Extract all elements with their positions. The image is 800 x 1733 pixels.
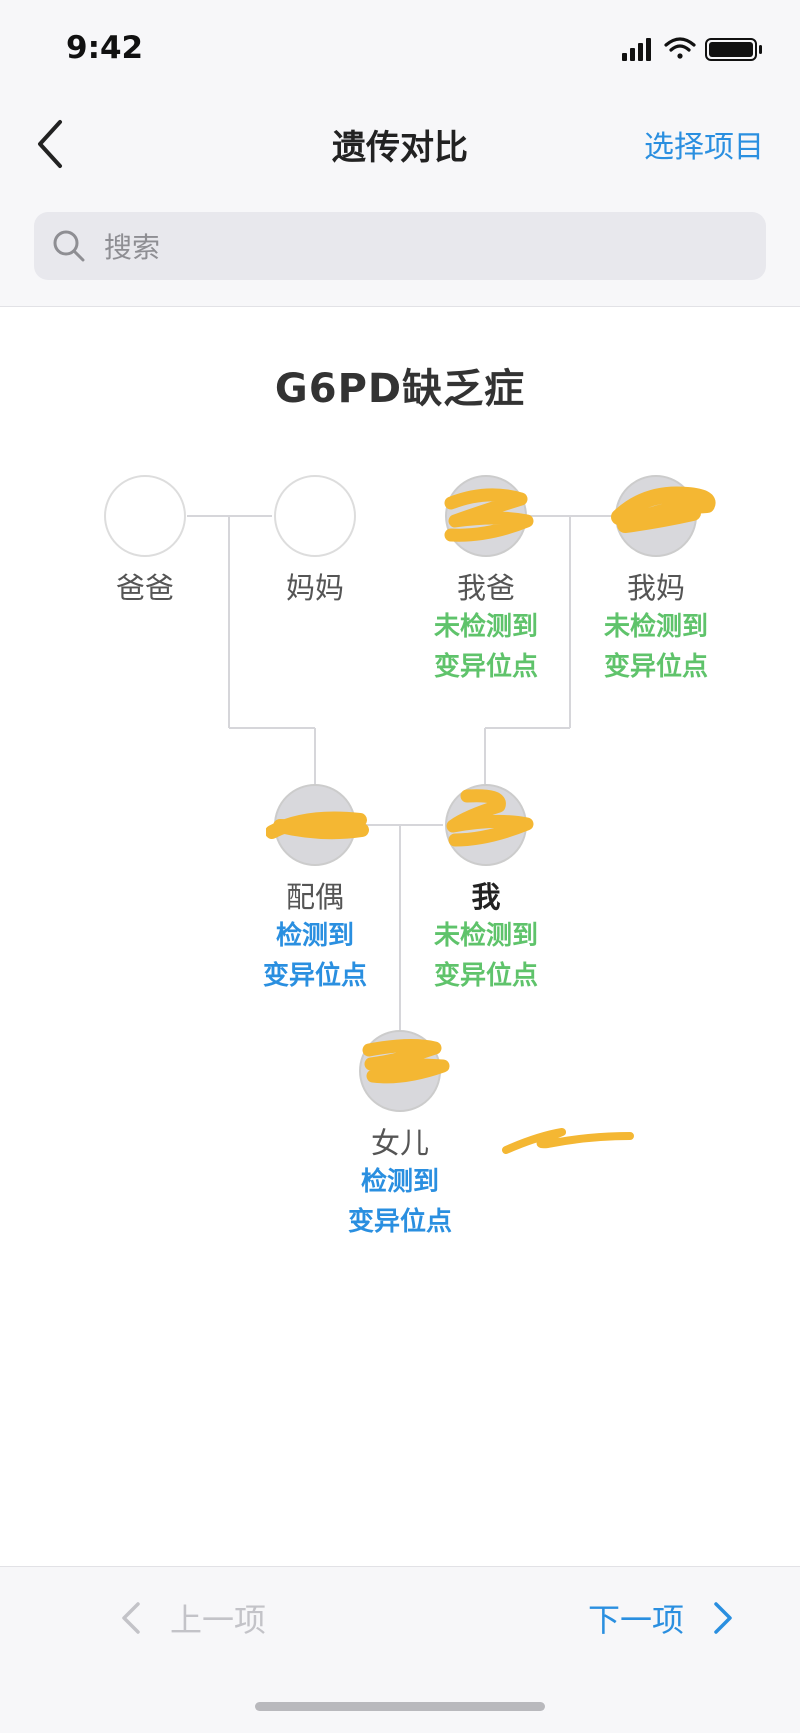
status-line-2: 变异位点	[433, 961, 538, 991]
avatar	[266, 784, 369, 866]
avatar	[611, 475, 716, 557]
status-line-1: 未检测到	[433, 612, 538, 642]
wifi-icon	[664, 37, 696, 59]
search-input[interactable]	[102, 212, 746, 282]
chevron-right-icon	[714, 1602, 732, 1634]
member-name: 我	[471, 880, 501, 914]
pedigree-lines	[187, 515, 614, 1030]
battery-icon	[705, 38, 762, 61]
member-name: 我爸	[456, 571, 515, 605]
redaction-scribble	[611, 486, 716, 533]
member-name: 女儿	[370, 1126, 429, 1160]
select-item-button[interactable]: 选择项目	[644, 130, 764, 165]
member-father[interactable]: 爸爸	[75, 475, 215, 607]
next-item-button[interactable]: 下一项	[588, 1595, 734, 1641]
status-line-2: 变异位点	[433, 652, 538, 682]
member-name: 爸爸	[115, 571, 174, 605]
redaction-scribble	[502, 1128, 634, 1154]
status-line-1: 检测到	[360, 1167, 439, 1197]
status-time: 9:42	[66, 30, 144, 66]
member-my-mother[interactable]: 我妈 未检测到 变异位点	[586, 475, 726, 687]
status-line-2: 变异位点	[347, 1207, 452, 1237]
search-icon	[53, 230, 85, 262]
member-me[interactable]: 我 未检测到 变异位点	[416, 784, 556, 996]
member-name: 我妈	[626, 571, 685, 605]
status-line-1: 检测到	[275, 921, 354, 951]
member-name: 妈妈	[285, 571, 344, 605]
back-button[interactable]	[30, 114, 80, 174]
avatar	[274, 475, 356, 557]
avatar	[444, 475, 534, 557]
status-line-1: 未检测到	[433, 921, 538, 951]
disease-title: G6PD缺乏症	[274, 366, 526, 412]
status-icons	[622, 37, 762, 61]
member-spouse[interactable]: 配偶 检测到 变异位点	[245, 784, 385, 996]
member-daughter[interactable]: 女儿 检测到 变异位点	[330, 1030, 470, 1242]
redaction-scribble	[446, 789, 534, 847]
previous-item-label: 上一项	[170, 1601, 267, 1639]
chevron-left-icon	[122, 1602, 140, 1634]
redaction-scribble	[266, 811, 369, 840]
chevron-left-icon	[38, 120, 62, 168]
member-name: 配偶	[285, 880, 344, 914]
next-item-label: 下一项	[587, 1601, 684, 1639]
avatar	[359, 1030, 450, 1112]
redaction-scribble	[362, 1038, 450, 1084]
signal-icon	[622, 38, 651, 61]
avatar	[445, 784, 534, 866]
member-mother[interactable]: 妈妈	[245, 475, 385, 607]
status-line-2: 变异位点	[262, 961, 367, 991]
member-my-father[interactable]: 我爸 未检测到 变异位点	[416, 475, 556, 687]
status-line-1: 未检测到	[603, 612, 708, 642]
status-line-2: 变异位点	[603, 652, 708, 682]
redaction-scribble	[444, 488, 534, 542]
previous-item-button[interactable]: 上一项	[120, 1595, 266, 1641]
avatar	[104, 475, 186, 557]
home-indicator[interactable]	[255, 1702, 545, 1711]
search-bar[interactable]	[34, 212, 766, 282]
